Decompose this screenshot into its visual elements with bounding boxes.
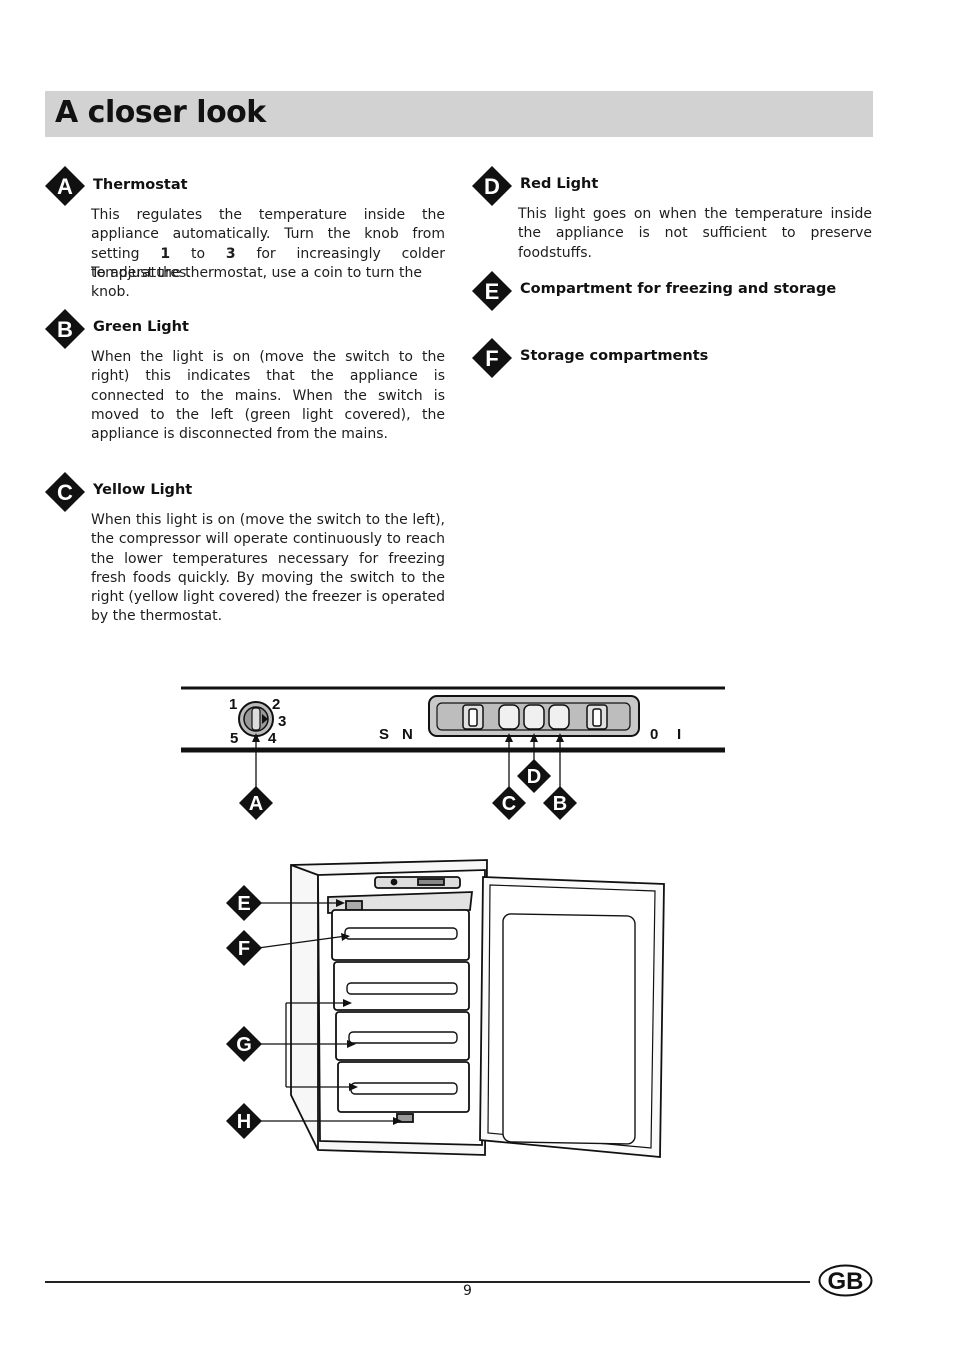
light-b-icon [548,704,570,730]
callout-h: H [237,1111,251,1133]
gb-language-badge-icon: GB [818,1264,873,1297]
dial-setting-5: 5 [230,730,238,747]
section-title-red-light: Red Light [520,176,599,192]
light-d-icon [523,704,545,730]
footer-rule [45,1281,810,1283]
section-title-thermostat: Thermostat [93,177,188,193]
badge-letter: A [57,174,73,199]
text-run: to [170,245,226,262]
section-body-thermostat: This regulates the temperature inside th… [91,206,445,283]
badge-c-icon: C [44,471,86,513]
switch-label-n: N [402,726,413,743]
callout-e: E [237,893,250,915]
section-body-yellow-light: When this light is on (move the switch t… [91,512,445,625]
badge-f-icon: F [471,337,513,379]
badge-letter: C [57,480,73,505]
section-body-green-light: When the light is on (move the switch to… [91,349,445,443]
dial-setting-2: 2 [272,696,280,713]
callout-c: C [502,793,516,815]
callout-a: A [249,793,263,815]
badge-letter: E [485,279,500,304]
callout-g: G [236,1034,252,1056]
callout-b: B [553,793,567,815]
badge-a-icon: A [44,165,86,207]
section-title-yellow-light: Yellow Light [93,482,193,498]
control-panel [181,686,725,792]
badge-b-icon: B [44,308,86,350]
text-run: This regulates the temperature inside th… [91,207,445,262]
freezer-callouts: E F G H [226,885,262,1139]
section-title-green-light: Green Light [93,319,189,335]
dial-setting-1: 1 [229,696,237,713]
section-title-storage-compartments: Storage compartments [520,348,709,364]
title-bar: A closer look [45,91,873,137]
dial-setting-4: 4 [268,730,277,747]
dial-setting-3: 3 [278,713,286,730]
callout-d: D [527,766,541,788]
bold-setting: 1 [160,245,171,262]
section-body-thermostat-extra: To adjust the thermostat, use a coin to … [91,265,422,301]
badge-letter: B [57,317,73,342]
page-title: A closer look [55,95,266,130]
badge-letter: F [485,346,498,371]
badge-d-icon: D [471,165,513,207]
badge-letter: D [484,174,500,199]
text-run: for increasingly colder temperatures. [91,245,445,281]
page-number: 9 [463,1283,472,1299]
callout-f: F [238,938,250,960]
gb-badge-text: GB [828,1268,864,1295]
switch-label-s: S [379,726,389,743]
switch-label-i: I [677,726,681,743]
switch-label-0: 0 [650,726,658,743]
badge-e-icon: E [471,270,513,312]
callout-badges: A B C D [239,759,577,820]
light-c-icon [498,704,520,730]
freezer-illustration [257,859,665,1158]
section-body-red-light: This light goes on when the temperature … [518,206,872,261]
section-title-compartment-freezing: Compartment for freezing and storage [520,281,837,297]
bold-setting: 3 [225,245,236,262]
